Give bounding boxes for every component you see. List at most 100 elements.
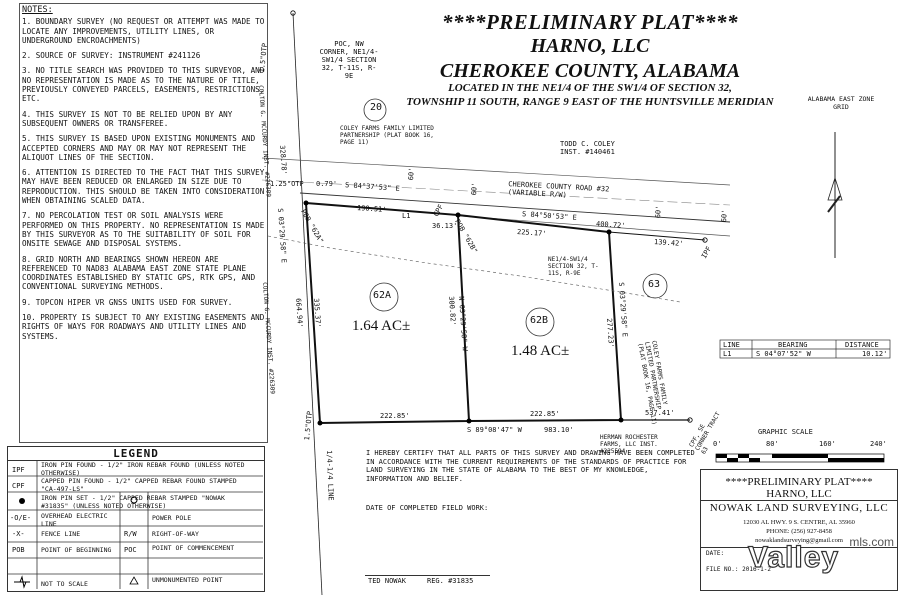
- legend-symbol: R/W: [124, 530, 137, 538]
- legend-box: LEGEND: [7, 446, 265, 592]
- line-table-cell: S 04°07'52" W: [756, 350, 811, 358]
- poc-label: POC, NW CORNER, NE1/4-SW1/4 SECTION 32, …: [319, 40, 379, 80]
- scale-tick-240: 240': [870, 440, 887, 448]
- lot-20-label: 20: [370, 102, 383, 113]
- distance-079: 0.79': [316, 180, 338, 188]
- road-centerline: [261, 179, 731, 206]
- meridian-line: TOWNSHIP 11 SOUTH, RANGE 9 EAST OF THE H…: [406, 96, 774, 108]
- scale-tick-160: 160': [819, 440, 836, 448]
- bearing-south: S 89°08'47" W: [467, 426, 522, 434]
- corner-ne: [606, 229, 612, 235]
- title-block-phone: PHONE: (256) 927-8458: [766, 528, 832, 535]
- graphic-scale-bar: [715, 453, 885, 463]
- acreage-62a: 1.64 AC±: [352, 318, 411, 334]
- notes-frame: [19, 3, 268, 443]
- graphic-scale-label: GRAPHIC SCALE: [758, 428, 813, 436]
- north-arrow: [827, 132, 843, 258]
- legend-desc: NOT TO SCALE: [41, 580, 88, 588]
- legend-not-to-scale-symbol: [14, 575, 30, 589]
- client-name: HARNO, LLC: [530, 35, 650, 57]
- note-item: 6. ATTENTION IS DIRECTED TO THE FACT THA…: [22, 168, 265, 206]
- scale-tick-80: 80': [766, 440, 779, 448]
- legend-symbol: IPF: [12, 466, 25, 474]
- line-table-cell: L1: [723, 350, 732, 358]
- legend-desc: UNMONUMENTED POINT: [152, 576, 223, 584]
- title-block-date: DATE:: [706, 550, 725, 557]
- parcel-62a-boundary: [305, 202, 471, 425]
- road-north-row: [261, 157, 731, 186]
- acreage-62b: 1.48 AC±: [511, 343, 570, 359]
- legend-symbol: POC: [124, 546, 137, 554]
- note-item: 5. THIS SURVEY IS BASED UPON EXISTING MO…: [22, 134, 256, 162]
- distance-98310: 983.10': [544, 426, 574, 434]
- lot-62b-label: 62B: [530, 315, 549, 326]
- legend-desc: CAPPED PIN FOUND - 1/2" CAPPED REBAR FOU…: [41, 477, 237, 493]
- title-block: ****PRELIMINARY PLAT**** HARNO, LLC NOWA…: [700, 469, 898, 591]
- width-60-c: 60': [654, 205, 663, 219]
- legend-symbol: CPF: [12, 482, 25, 490]
- signer-label: TED NOWAK REG. #31835: [368, 577, 474, 585]
- distance-22285-a: 222.85': [380, 412, 410, 420]
- lot-20-circle: [363, 98, 387, 122]
- distance-3613: 36.13': [432, 222, 458, 230]
- poc-marker: [290, 10, 296, 16]
- title-block-plat: ****PRELIMINARY PLAT****: [725, 476, 873, 488]
- location-line: LOCATED IN THE NE1/4 OF THE SW1/4 OF SEC…: [448, 82, 732, 94]
- title-block-file: FILE NO.: 2016-1-2: [706, 566, 772, 573]
- line-table-header-distance: DISTANCE: [845, 341, 879, 349]
- notes-block: NOTES: 1. BOUNDARY SURVEY (NO REQUEST OR…: [22, 5, 265, 347]
- note-item: 10. PROPERTY IS SUBJECT TO ANY EXISTING …: [22, 313, 265, 341]
- note-item: 9. TOPCON HIPER VR GNSS UNITS USED FOR S…: [22, 297, 233, 307]
- herman-rochester-label: HERMAN ROCHESTER FARMS, LLC INST. #22559…: [600, 434, 658, 455]
- cpf-se-marker: [687, 417, 693, 423]
- legend-grid: [7, 460, 263, 589]
- lot-62a-label: 62A: [373, 290, 392, 301]
- legend-desc: FENCE LINE: [41, 530, 81, 538]
- parcel-62b-boundary: [457, 214, 623, 422]
- legend-symbol: -X-: [12, 530, 25, 538]
- legend-desc: POINT OF COMMENCEMENT: [152, 544, 235, 552]
- corner-pob-62b: [455, 212, 461, 218]
- line-table-cell: 10.12': [862, 350, 888, 358]
- width-60-a: 60': [407, 167, 416, 181]
- lot-63-circle: [642, 273, 668, 299]
- line-table-header-line: LINE: [723, 341, 740, 349]
- mls-watermark: mls.com Valley: [728, 535, 898, 590]
- width-60-b: 60': [470, 182, 479, 196]
- line-table-header-bearing: BEARING: [778, 341, 808, 349]
- distance-53741: 537.41': [645, 409, 675, 417]
- legend-desc: POINT OF BEGINNING: [41, 546, 112, 554]
- note-item: 1. BOUNDARY SURVEY (NO REQUEST OR ATTEMP…: [22, 17, 265, 45]
- note-item: 3. NO TITLE SEARCH WAS PROVIDED TO THIS …: [22, 66, 265, 104]
- legend-desc: IRON PIN FOUND - 1/2" IRON REBAR FOUND (…: [41, 461, 245, 477]
- legend-symbol: POB: [12, 546, 25, 554]
- title-block-divider: [701, 500, 897, 501]
- ne-sw-section-label: NE1/4-SW1/4 SECTION 32, T-11S, R-9E: [548, 256, 599, 277]
- title-block-divider: [701, 547, 897, 548]
- signature-line: [365, 575, 490, 576]
- coley-farms-label: COLEY FARMS FAMILY LIMITED PARTNERSHIP (…: [340, 125, 434, 146]
- lot-62a-circle: [369, 282, 399, 312]
- watermark-brand: Valley: [747, 540, 840, 574]
- lot-62b-circle: [525, 307, 555, 337]
- legend-title: LEGEND: [8, 447, 264, 461]
- todd-coley-label: TODD C. COLEY INST. #140461: [560, 140, 615, 156]
- note-item: 4. THIS SURVEY IS NOT TO BE RELIED UPON …: [22, 109, 233, 128]
- title-block-address: 12030 AL HWY. 9 S. CENTRE, AL 35960: [743, 519, 855, 526]
- notes-heading: NOTES:: [22, 5, 53, 15]
- note-item: 8. GRID NORTH AND BEARINGS SHOWN HEREON …: [22, 254, 256, 292]
- lot-63-label: 63: [648, 279, 661, 290]
- corner-pob-62a: [303, 200, 309, 206]
- title-block-email: nowaklandsurveying@gmail.com: [755, 537, 843, 544]
- legend-unmonumented-symbol: [129, 576, 139, 585]
- section-line-north: [292, 12, 323, 595]
- legend-desc: RIGHT-OF-WAY: [152, 530, 199, 538]
- legend-power-pole-symbol: [130, 496, 138, 504]
- plat-title: ****PRELIMINARY PLAT****: [441, 10, 739, 34]
- ipf-marker: [702, 237, 708, 243]
- road-ext-east: [608, 231, 706, 241]
- corner-se: [618, 417, 624, 423]
- note-item: 2. SOURCE OF SURVEY: INSTRUMENT #241126: [22, 51, 201, 61]
- corner-sw: [317, 420, 323, 426]
